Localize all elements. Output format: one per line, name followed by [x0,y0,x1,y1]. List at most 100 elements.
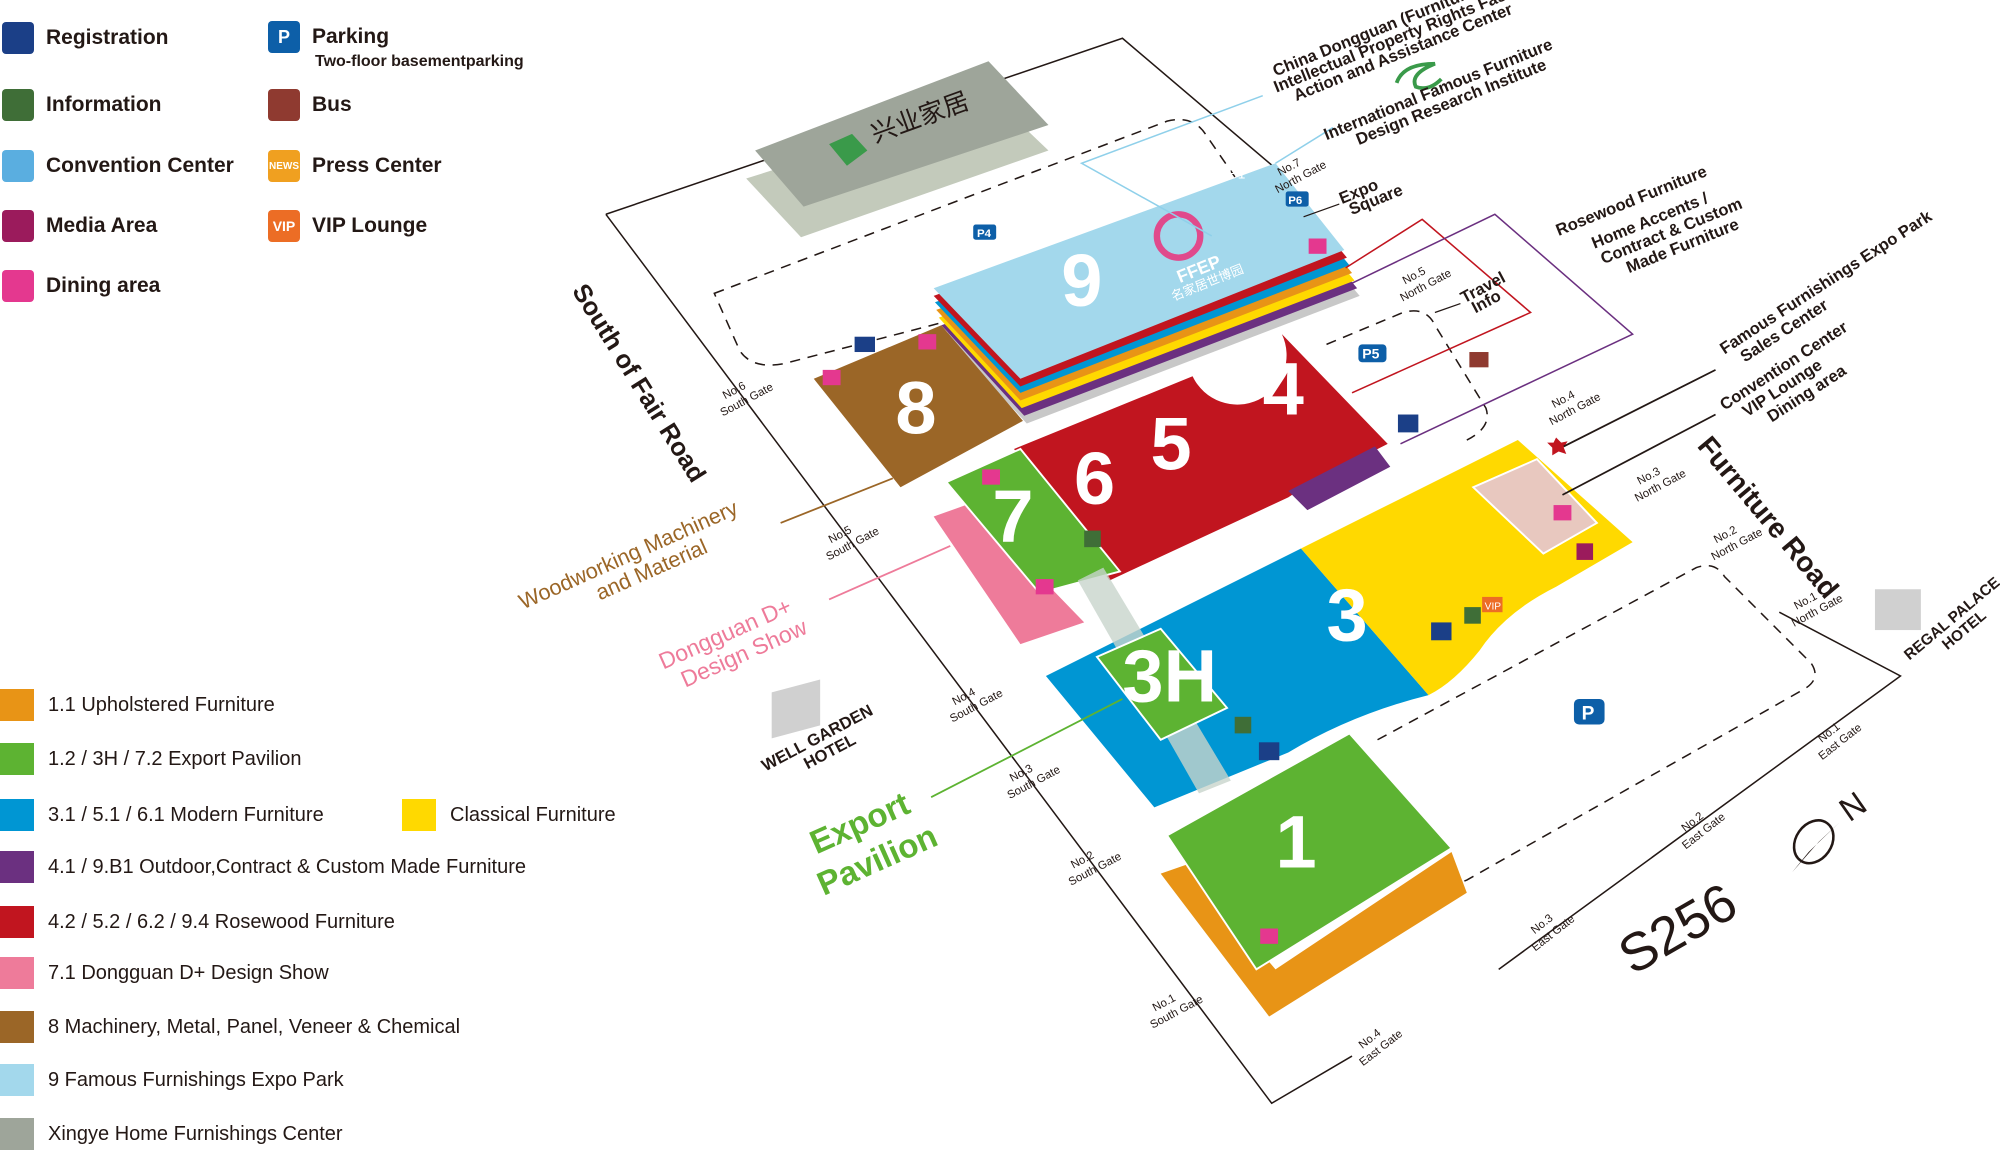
hall-3-modern[interactable] [1045,548,1429,808]
zone-swatch [0,1011,34,1043]
leader-travel-info [1434,302,1461,314]
zone-label: 3.1 / 5.1 / 6.1 Modern Furniture [48,803,324,826]
parking-p5-badge: P5 [1358,344,1387,363]
legend-label: Bus [312,93,352,116]
furniture-road-label: Furniture Road [1692,430,1845,604]
hall-7-1-design-show[interactable] [933,503,1085,645]
zone-legend-item: 3.1 / 5.1 / 6.1 Modern Furniture [0,799,324,831]
zone-legend-item: 4.1 / 9.B1 Outdoor,Contract & Custom Mad… [0,851,526,883]
hall-7-number: 7 [992,475,1033,558]
zone-label: 1.1 Upholstered Furniture [48,693,275,716]
south-gate-5-label: No.2South Gate [1060,838,1123,888]
hall-8-number: 8 [895,367,936,450]
information-icon [1084,530,1101,548]
dining-icon [1035,579,1054,595]
zone-legend-item: 9 Famous Furnishings Expo Park [0,1064,344,1096]
north-gate-2-label: No.5North Gate [1392,255,1454,304]
zone-label: Classical Furniture [450,803,616,826]
s256-road-label: S256 [1609,872,1747,986]
legend-label: Dining area [46,274,161,297]
hall-8[interactable] [813,325,1023,488]
north-gate-3-label: No.4North Gate [1541,379,1603,428]
regal-palace-hotel: REGAL PALACEHOTEL [1874,574,2000,664]
bus-icon [268,89,300,121]
legend-dining: Dining area [2,270,160,302]
zone-swatch [0,851,34,883]
dining-icon [1260,928,1279,944]
svg-text:P: P [1582,703,1595,724]
legend-press-center: NEWS Press Center [268,150,442,182]
information-icon [2,89,34,121]
leader-rosewood [1345,218,1532,394]
dining-icon [1553,505,1572,521]
leader-institute [1275,126,1334,164]
zone-swatch [0,1064,34,1096]
media-area-icon [1576,543,1594,560]
zone-label: 4.2 / 5.2 / 6.2 / 9.4 Rosewood Furniture [48,910,395,933]
hall-3-number: 3 [1327,573,1368,656]
dining-icon [918,334,937,350]
south-gate-1-label: No.6South Gate [712,369,775,419]
hall-1-upholstered[interactable] [1160,851,1467,1017]
zone-legend-item: Xingye Home Furnishings Center [0,1118,343,1150]
woodworking-label: Woodworking Machineryand Material [515,495,751,635]
legend-convention-center: Convention Center [2,150,234,182]
dining-icon [2,270,34,302]
xingye-logo-icon [829,133,868,166]
leader-woodworking [780,477,894,524]
institute-logo-icon [1394,61,1443,91]
north-gate-1-label: No.7North Gate [1267,147,1329,196]
zone-swatch [0,906,34,938]
zone-label: 1.2 / 3H / 7.2 Export Pavilion [48,747,302,770]
leader-convention [1562,413,1716,496]
convention-center-zone[interactable] [1471,458,1599,555]
parking-p-badge: P [1573,698,1605,725]
leader-export [930,698,1123,798]
hall-9[interactable] [933,163,1345,379]
information-icon [1234,716,1252,734]
legend-registration: Registration [2,22,169,54]
site-boundary-south [605,213,1353,1105]
svg-text:N: N [1833,785,1874,829]
leader-home-accents [1351,213,1635,445]
registration-icon [1431,622,1452,641]
hall-7[interactable] [944,447,1122,595]
leader-expo-square [1303,203,1340,218]
legend-bus: Bus [268,89,352,121]
registration-icon [854,336,876,353]
halls-4-5-6-rosewood[interactable] [1014,334,1388,581]
zone-label: Xingye Home Furnishings Center [48,1122,343,1145]
press-center-icon: NEWS [268,150,300,182]
zone-legend-item: 1.2 / 3H / 7.2 Export Pavilion [0,743,301,775]
information-icon [1464,607,1481,624]
well-garden-hotel: WELL GARDENHOTEL [758,679,876,775]
zone-swatch [0,689,34,721]
dining-icon [982,469,1000,485]
zone-swatch [402,799,436,831]
south-gate-3-label: No.4South Gate [942,675,1005,725]
legend-label: Press Center [312,154,442,177]
site-boundary-east [1498,611,1902,970]
zone-legend-item: 4.2 / 5.2 / 6.2 / 9.4 Rosewood Furniture [0,906,395,938]
registration-icon [1397,414,1419,433]
expo-square-label: ExpoSquare [1336,167,1405,221]
zone-swatch [0,743,34,775]
hall-3h[interactable] [1095,627,1229,741]
svg-text:P4: P4 [977,228,992,240]
sales-center-star-icon [1547,437,1568,456]
hall-5-number: 5 [1151,402,1192,485]
svg-text:P6: P6 [1288,195,1302,207]
hall-1[interactable] [1165,732,1453,971]
legend-label: Parking [312,25,390,48]
zone-label: 4.1 / 9.B1 Outdoor,Contract & Custom Mad… [48,855,527,878]
hall-4-1-outdoor-zone[interactable] [1288,446,1391,511]
xingye-plate-upper [755,61,1049,207]
legend-label: Information [46,93,162,116]
legend-information: Information [2,89,162,121]
svg-text:P5: P5 [1362,345,1379,361]
zone-legend-item: 8 Machinery, Metal, Panel, Veneer & Chem… [0,1011,460,1043]
east-gate-1-label: No.1East Gate [1808,711,1864,763]
